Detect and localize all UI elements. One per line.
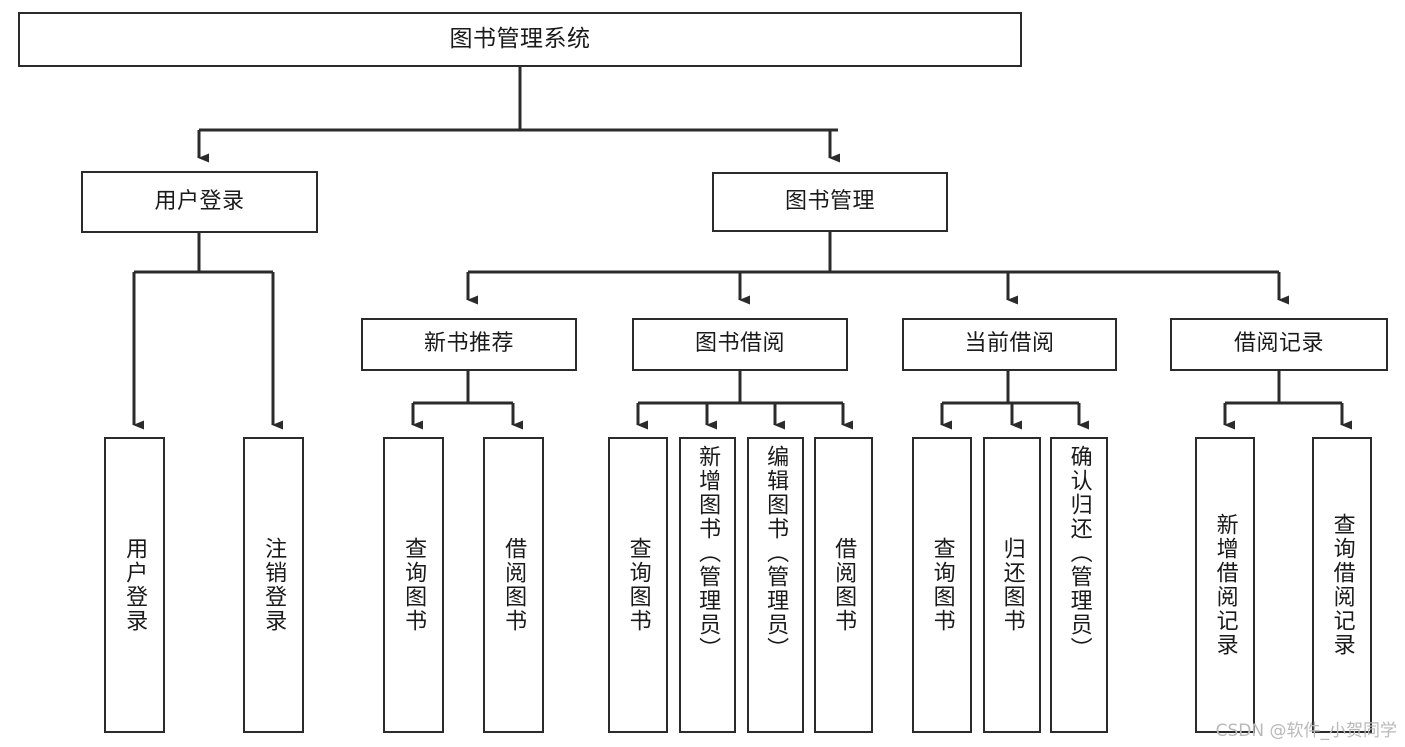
node-label: 新书推荐 [423,331,514,357]
node-new-book-recommend[interactable]: 新书推荐 [361,318,577,371]
node-label: 用户登录 [154,188,245,214]
node-label: 查询图书 [929,537,955,633]
node-leaf-borrow-book-recommend[interactable]: 借阅图书 [483,437,544,733]
node-label: 新增图书（管理员） [695,445,721,661]
node-leaf-query-borrow-record[interactable]: 查询借阅记录 [1312,437,1372,733]
node-label: 图书管理 [784,188,875,214]
node-label: 编辑图书（管理员） [763,445,789,661]
node-label: 借阅图书 [831,537,857,633]
node-leaf-user-logout[interactable]: 注销登录 [243,437,304,733]
node-leaf-add-borrow-record[interactable]: 新增借阅记录 [1195,437,1255,733]
node-book-borrow[interactable]: 图书借阅 [632,318,848,371]
node-leaf-confirm-return-admin[interactable]: 确认归还（管理员） [1050,437,1108,733]
node-label: 图书借阅 [694,331,785,357]
node-current-borrow[interactable]: 当前借阅 [902,318,1117,371]
node-label: 查询借阅记录 [1329,513,1355,657]
node-label: 用户登录 [122,537,148,633]
node-leaf-edit-book-admin[interactable]: 编辑图书（管理员） [747,437,804,733]
node-borrow-record[interactable]: 借阅记录 [1170,318,1388,371]
node-label: 注销登录 [261,537,287,633]
node-label: 借阅图书 [501,537,527,633]
node-root-book-management-system[interactable]: 图书管理系统 [18,12,1022,67]
node-leaf-query-book-recommend[interactable]: 查询图书 [383,437,444,733]
node-user-login[interactable]: 用户登录 [81,171,318,233]
node-label: 新增借阅记录 [1212,513,1238,657]
node-label: 图书管理系统 [449,25,591,52]
node-leaf-add-book-admin[interactable]: 新增图书（管理员） [679,437,736,733]
node-label: 归还图书 [999,537,1025,633]
node-label: 确认归还（管理员） [1066,445,1092,661]
node-label: 当前借阅 [964,331,1055,357]
node-leaf-query-book-current[interactable]: 查询图书 [912,437,972,733]
csdn-watermark: CSDN @软件_小贺同学 [1215,721,1397,741]
node-leaf-return-book[interactable]: 归还图书 [983,437,1041,733]
node-leaf-user-login[interactable]: 用户登录 [104,437,165,733]
node-leaf-borrow-book[interactable]: 借阅图书 [814,437,873,733]
node-label: 查询图书 [401,537,427,633]
node-label: 借阅记录 [1233,331,1324,357]
node-label: 查询图书 [625,537,651,633]
node-leaf-query-book-borrow[interactable]: 查询图书 [608,437,668,733]
node-book-management[interactable]: 图书管理 [712,172,948,232]
